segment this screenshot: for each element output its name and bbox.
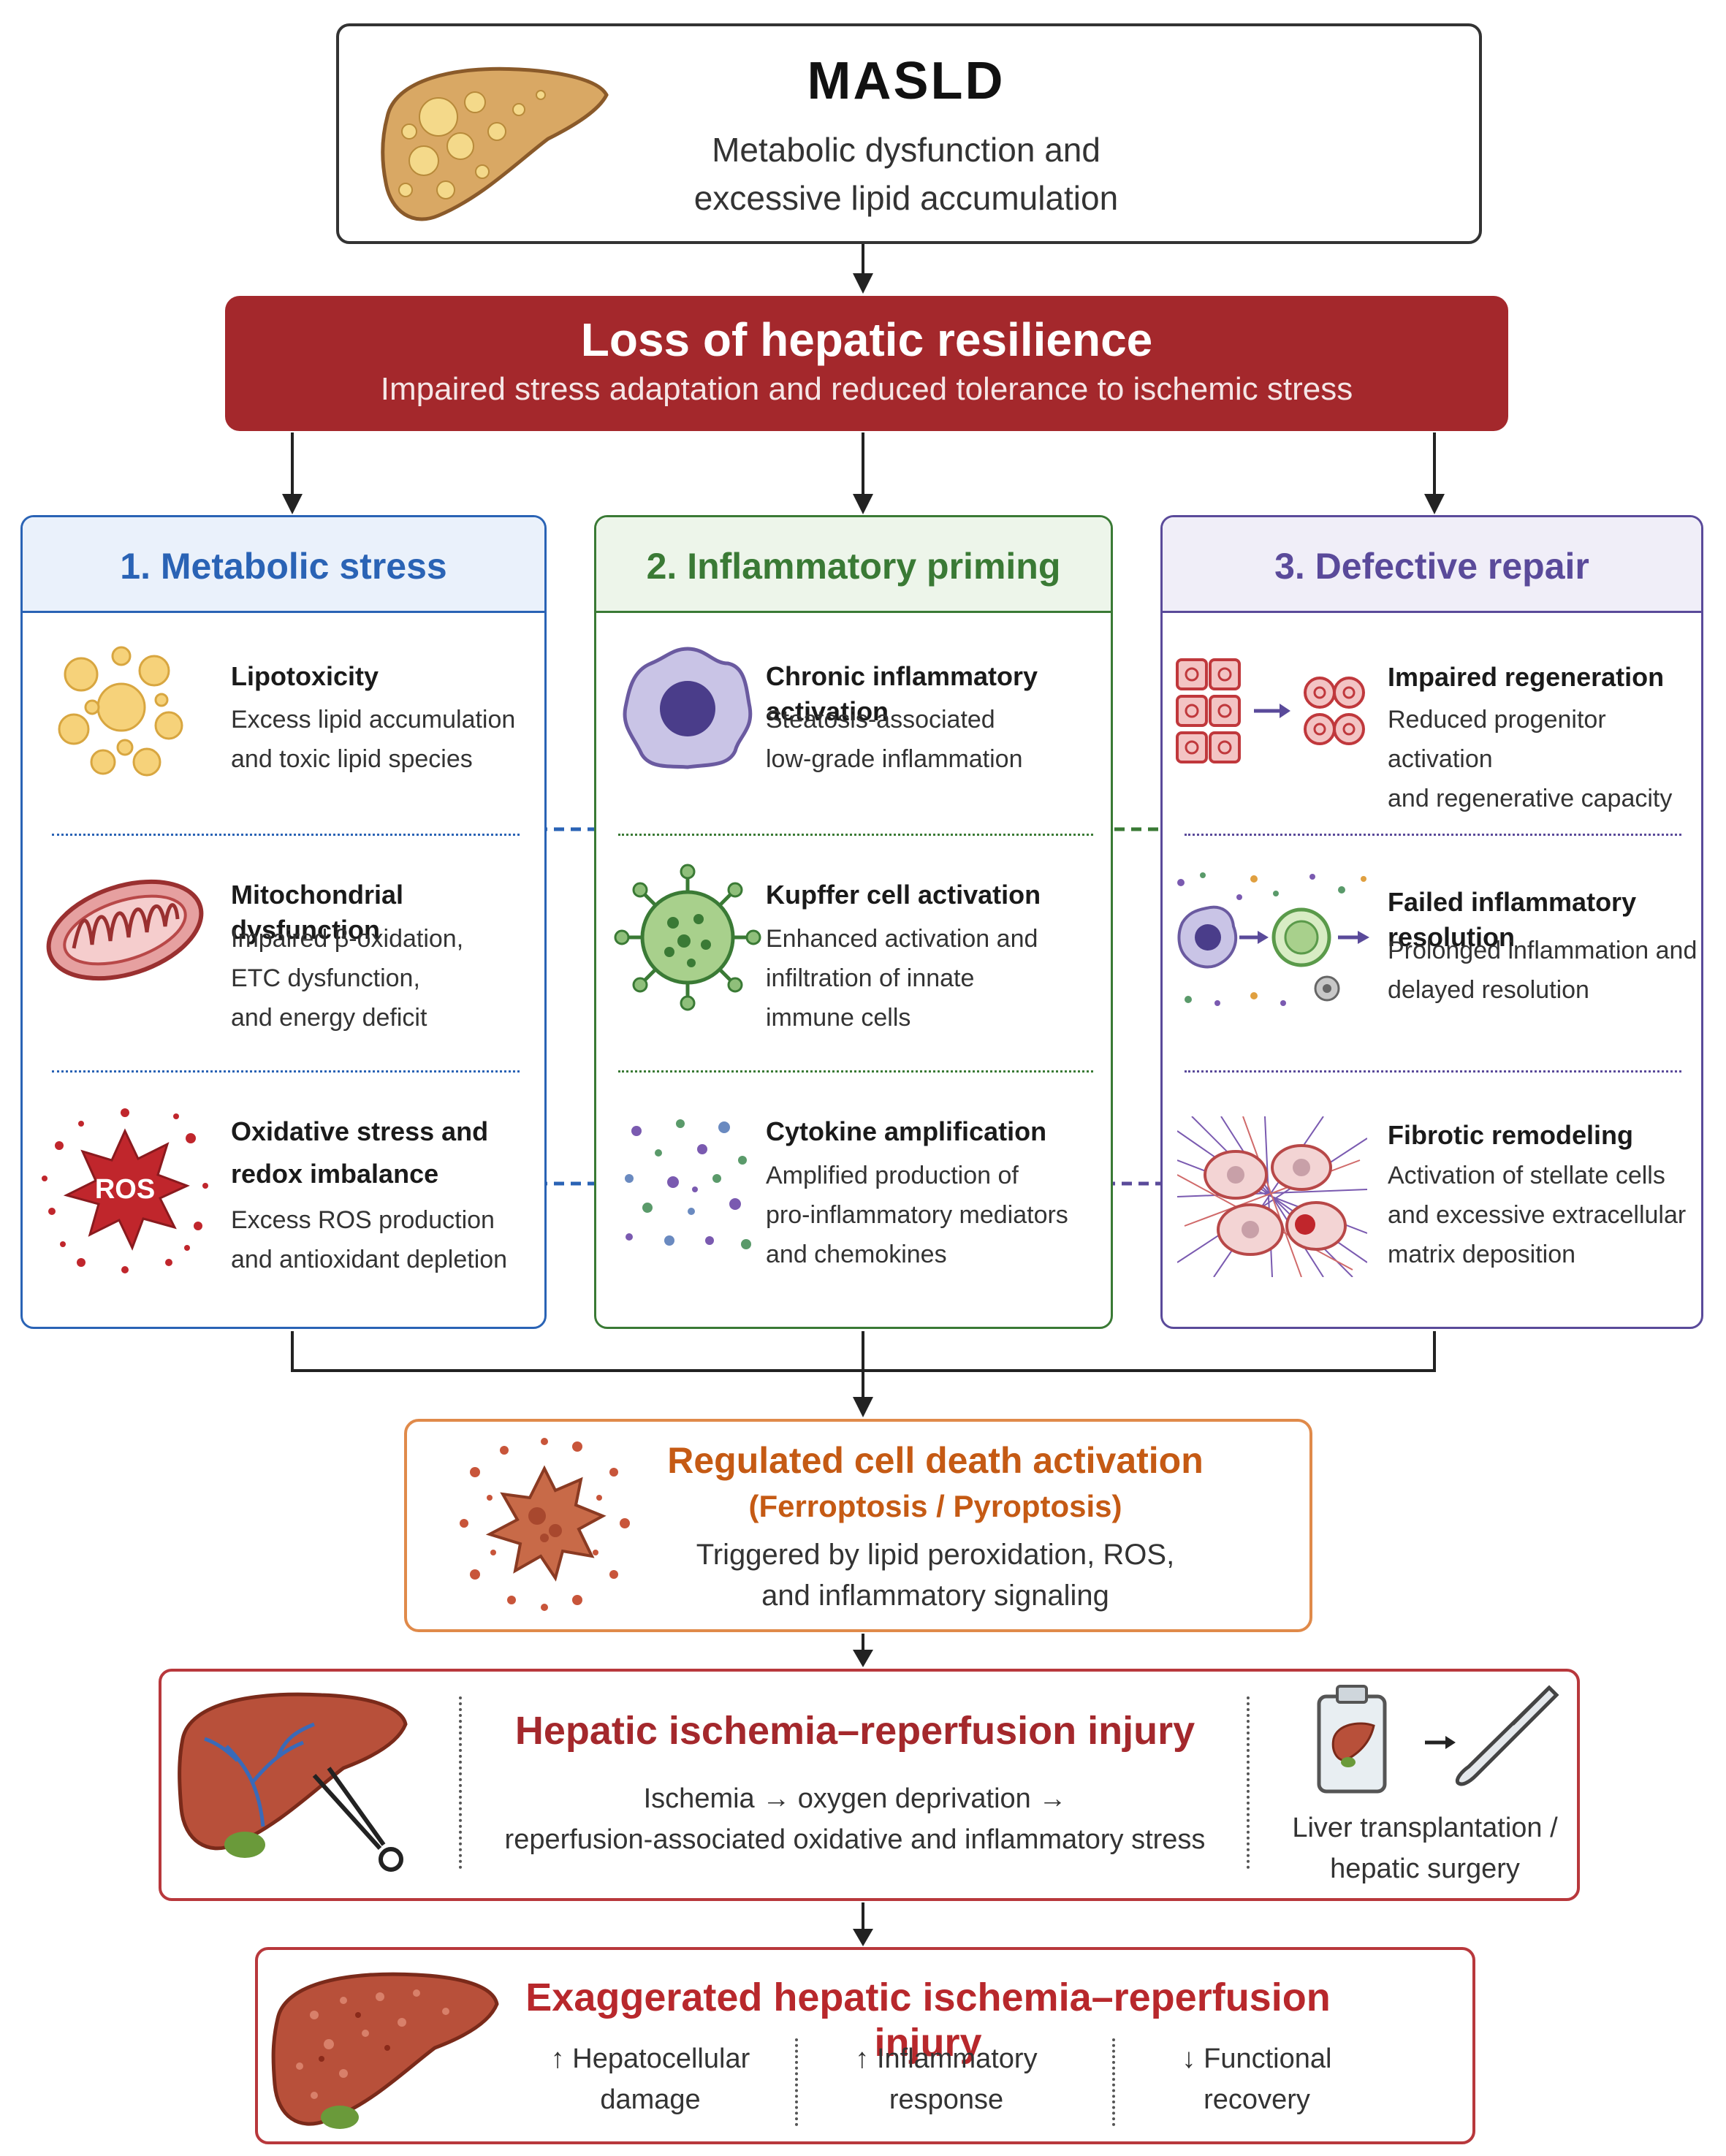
clamped-liver-icon (178, 1692, 408, 1872)
transplant-surgery-icon (1317, 1685, 1559, 1794)
damaged-liver-icon (271, 1972, 499, 2129)
cell-death-title: Regulated cell death activation (667, 1440, 1204, 1481)
column-defective-repair: 3. Defective repair Impaired regeneratio… (1160, 515, 1703, 1329)
item-title-fibrotic-remodeling: Fibrotic remodeling (1388, 1120, 1634, 1150)
impaired-regeneration-icon (1176, 658, 1365, 763)
item-desc-mitochondrial-dysfunction: Impaired β-oxidation,ETC dysfunction,and… (231, 925, 464, 1032)
resilience-banner (225, 296, 1508, 431)
fatty-liver-icon (381, 66, 609, 221)
item-title-cytokine: Cytokine amplification (766, 1116, 1047, 1146)
failed-resolution-icon (1177, 872, 1369, 1006)
column-header (596, 517, 1111, 613)
item-divider (1185, 1070, 1681, 1073)
item-title-kupffer: Kupffer cell activation (766, 880, 1041, 910)
transplant-label: Liver transplantation / hepatic surgery (1292, 1813, 1558, 1884)
item-title-chronic-inflammatory: Chronic inflammatory activation (766, 661, 1038, 726)
column-header (23, 517, 544, 613)
item-title-lipotoxicity: Lipotoxicity (231, 661, 379, 691)
item-divider (52, 1070, 520, 1073)
item-title-mitochondrial-dysfunction: Mitochondrial dysfunction (231, 880, 403, 945)
masld-title: MASLD (807, 52, 1005, 110)
outcome-divider (1112, 2038, 1115, 2126)
cell-death-subtitle: (Ferroptosis / Pyroptosis) (748, 1489, 1122, 1523)
column-metabolic-stress: 1. Metabolic stress Lipotoxicity Excess … (20, 515, 547, 1329)
kupffer-cell-icon (614, 864, 761, 1011)
item-title-oxidative-stress: Oxidative stress and redox imbalance (231, 1116, 489, 1189)
item-divider (52, 834, 520, 836)
outcome-hepatocellular-damage: ↑ Hepatocellular damage (550, 2043, 750, 2115)
outcome-inflammatory-response: ↑ Inflammatory response (855, 2043, 1038, 2115)
item-title-failed-resolution: Failed inflammatory resolution (1388, 887, 1637, 952)
item-divider (618, 834, 1093, 836)
column-title: 2. Inflammatory priming (646, 546, 1061, 587)
item-divider (618, 1070, 1093, 1073)
iri-divider-left (459, 1696, 462, 1869)
resilience-subtitle: Impaired stress adaptation and reduced t… (380, 371, 1353, 407)
dying-cell-icon (460, 1438, 630, 1611)
outcome-functional-recovery: ↓ Functional recovery (1182, 2043, 1332, 2115)
lipid-droplets-icon (58, 646, 183, 777)
exaggerated-iri-title: Exaggerated hepatic ischemia–reperfusion… (525, 1976, 1331, 2065)
item-divider (1185, 834, 1681, 836)
outcome-divider (795, 2038, 798, 2126)
resilience-title: Loss of hepatic resilience (580, 313, 1153, 366)
cell-death-desc: Triggered by lipid peroxidation, ROS, an… (696, 1539, 1175, 1612)
item-title-impaired-regeneration: Impaired regeneration (1388, 662, 1665, 692)
ros-label: ROS (94, 1174, 156, 1205)
fibrotic-remodeling-icon (1177, 1116, 1367, 1277)
column-inflammatory-priming: 2. Inflammatory priming Chronic inflamma… (594, 515, 1113, 1329)
iri-title: Hepatic ischemia–reperfusion injury (514, 1709, 1195, 1753)
column-header (1163, 517, 1701, 613)
mitochondrion-icon (46, 879, 204, 981)
column-title: 3. Defective repair (1274, 546, 1589, 587)
iri-desc: Ischemia → oxygen deprivation → reperfus… (504, 1783, 1206, 1855)
column-title: 1. Metabolic stress (120, 546, 447, 587)
masld-subtitle: Metabolic dysfunction and excessive lipi… (693, 131, 1119, 217)
cytokine-particles-icon (625, 1119, 751, 1249)
iri-divider-right (1247, 1696, 1250, 1869)
inflammatory-cell-icon (623, 647, 753, 769)
ros-burst-icon (42, 1108, 208, 1273)
